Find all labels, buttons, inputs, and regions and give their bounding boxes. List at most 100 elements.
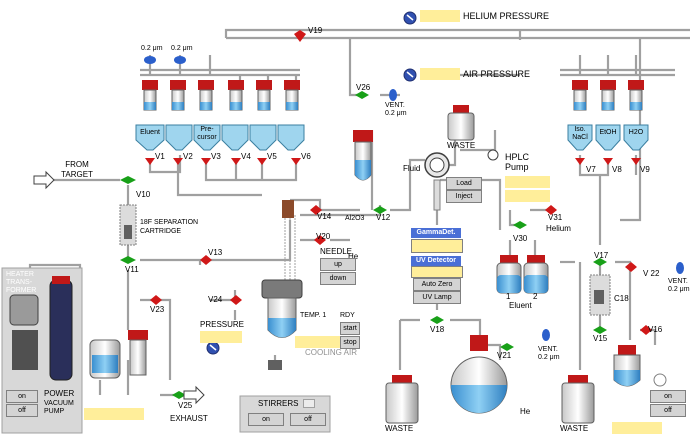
vent-right-size: 0.2 μm	[668, 286, 690, 293]
al2o3-label: Al2O3	[345, 215, 365, 222]
filter-label-2: 0.2 μm	[171, 45, 193, 52]
reagent-vials-left	[142, 80, 300, 111]
valve-v31[interactable]: V31	[548, 213, 563, 222]
reagent-vials-right	[572, 80, 644, 111]
valve-v25[interactable]: V25	[178, 401, 193, 410]
valve-v8[interactable]: V8	[612, 165, 622, 174]
reagent-trays	[135, 124, 649, 151]
product-flask	[450, 335, 508, 414]
waste-top-label: WASTE	[447, 141, 476, 150]
uv-detector-header: UV Detector	[411, 256, 461, 266]
air-pressure-indicator	[420, 68, 460, 80]
filters	[144, 56, 684, 341]
waste-bottom-containers	[385, 375, 595, 424]
right-indicator	[612, 422, 662, 434]
fluid-label: Fluid	[403, 164, 421, 173]
injector-valve	[424, 152, 450, 211]
valve-v17[interactable]: V17	[594, 251, 609, 260]
vent-right-label: VENT.	[668, 278, 688, 285]
inject-button[interactable]: Inject	[446, 190, 482, 203]
helium-pressure-indicator	[420, 10, 460, 22]
heater-label: HEATER TRANS- FORMER	[6, 271, 37, 294]
reagent-precursor: Pre-cursor	[197, 126, 217, 141]
stirrer-indicator	[303, 399, 315, 408]
gamma-detector-display	[411, 239, 463, 253]
valve-v24[interactable]: V24	[208, 295, 223, 304]
vial-2-label: 2	[533, 292, 538, 301]
valve-symbols	[120, 30, 652, 399]
pressure-indicator	[200, 331, 242, 343]
exhaust-label: EXHAUST	[170, 414, 208, 423]
right-on-button[interactable]: on	[650, 390, 686, 403]
valve-v6[interactable]: V6	[301, 152, 311, 161]
waste-top-container	[447, 105, 475, 141]
valve-v16[interactable]: V16	[648, 325, 663, 334]
v26-vial	[353, 130, 373, 181]
heated-vial-left	[89, 330, 148, 379]
auto-zero-button[interactable]: Auto Zero	[413, 278, 461, 291]
valve-v13[interactable]: V13	[208, 248, 223, 257]
hplc-indicator-2	[505, 190, 550, 202]
vent-bottom-size: 0.2 μm	[538, 354, 560, 361]
valve-v1[interactable]: V1	[155, 152, 165, 161]
stop-button[interactable]: stop	[340, 336, 360, 349]
power-off-button[interactable]: off	[6, 404, 38, 417]
reagent-eluent: Eluent	[140, 129, 160, 136]
separation-cartridge-label: 18F SEPARATION CARTRIDGE	[140, 219, 199, 235]
valve-v15[interactable]: V15	[593, 334, 608, 343]
right-off-button[interactable]: off	[650, 404, 686, 417]
power-label: POWER	[44, 389, 75, 398]
stirrers-label: STIRRERS	[258, 399, 299, 408]
gauges	[206, 11, 417, 355]
temp-label: TEMP. 1	[300, 312, 327, 319]
valve-v21[interactable]: V21	[497, 351, 512, 360]
valve-v7[interactable]: V7	[586, 165, 596, 174]
stirrers-on-button[interactable]: on	[248, 413, 284, 426]
pressure-label: PRESSURE	[200, 320, 245, 329]
waste-br-label: WASTE	[560, 424, 589, 433]
valve-v5[interactable]: V5	[267, 152, 277, 161]
needle-up-button[interactable]: up	[320, 258, 356, 271]
helium-label: Helium	[546, 224, 571, 233]
hplc-pump-label: HPLC Pump	[505, 152, 530, 172]
valve-v11[interactable]: V11	[125, 265, 139, 274]
c18-cartridge	[589, 274, 611, 316]
reactor	[261, 200, 303, 370]
valve-v18[interactable]: V18	[430, 325, 445, 334]
valve-v30[interactable]: V30	[513, 234, 528, 243]
eluent-vials-label: Eluent	[509, 301, 532, 310]
valve-v23[interactable]: V23	[150, 305, 165, 314]
valve-v14[interactable]: V14	[317, 212, 332, 221]
vent-top-size: 0.2 μm	[385, 110, 407, 117]
eluent-vials	[496, 255, 549, 294]
gamma-detector-header: GammaDet.	[411, 228, 461, 238]
valve-v20[interactable]: V20	[316, 232, 331, 241]
rdy-label: RDY	[340, 312, 355, 319]
he-bottom-label: He	[520, 407, 531, 416]
reagent-iso-nacl: Iso. NaCl	[572, 126, 588, 141]
c18-label: C18	[614, 294, 629, 303]
power-on-button[interactable]: on	[6, 390, 38, 403]
separation-cartridge	[119, 204, 137, 246]
stirrers-off-button[interactable]: off	[290, 413, 326, 426]
uv-lamp-button[interactable]: UV Lamp	[413, 291, 461, 304]
valve-v19[interactable]: V19	[308, 26, 323, 35]
air-pressure-label: AIR PRESSURE	[463, 69, 531, 79]
valve-v12[interactable]: V12	[376, 213, 391, 222]
load-button[interactable]: Load	[446, 177, 482, 190]
vent-bottom-label: VENT.	[538, 346, 558, 353]
uv-detector-display	[411, 266, 463, 278]
valve-v4[interactable]: V4	[241, 152, 251, 161]
needle-down-button[interactable]: down	[320, 272, 356, 285]
start-button[interactable]: start	[340, 322, 360, 335]
vial-1-label: 1	[506, 292, 511, 301]
valve-v2[interactable]: V2	[183, 152, 193, 161]
valve-v26[interactable]: V26	[356, 83, 371, 92]
reagent-etoh: EtOH	[599, 129, 617, 136]
vent-top-label: VENT.	[385, 102, 405, 109]
valve-v10[interactable]: V10	[136, 190, 151, 199]
valve-v22[interactable]: V 22	[643, 269, 660, 278]
valve-v9[interactable]: V9	[640, 165, 650, 174]
valve-v3[interactable]: V3	[211, 152, 221, 161]
helium-pressure-label: HELIUM PRESSURE	[463, 11, 550, 21]
